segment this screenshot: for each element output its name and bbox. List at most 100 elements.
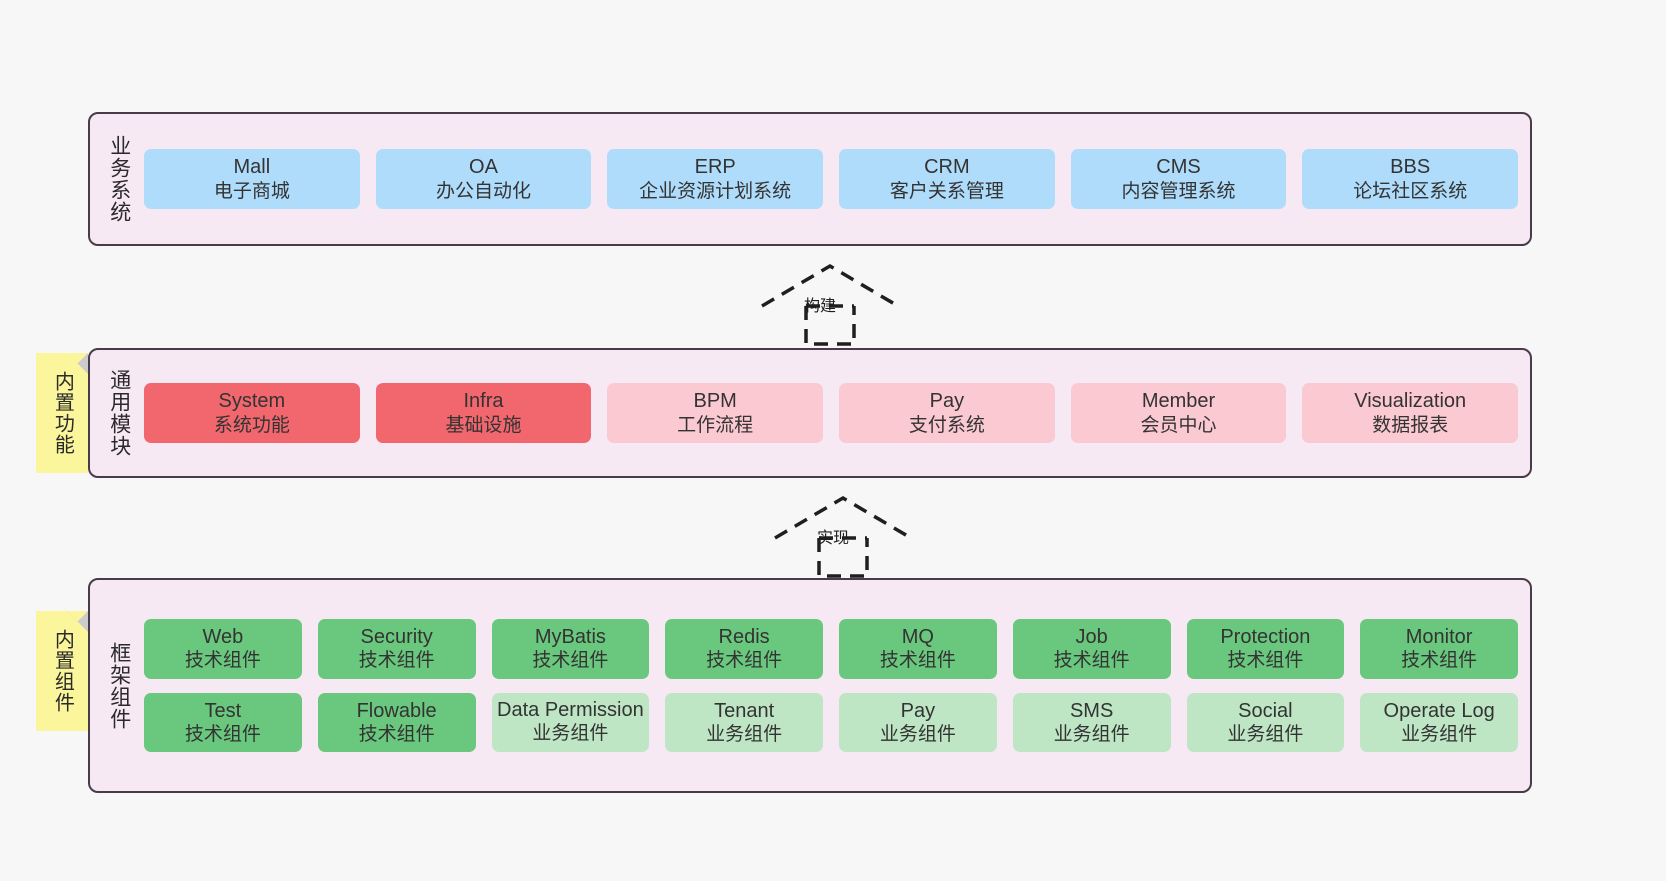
- card-mq[interactable]: MQ 技术组件: [839, 618, 997, 679]
- card-subtitle: 技术组件: [184, 650, 261, 672]
- layer-title-common-module: 通用模块: [107, 369, 131, 457]
- card-subtitle: 会员中心: [1140, 414, 1217, 436]
- card-row: Test 技术组件 Flowable 技术组件 Data Permission …: [144, 692, 1518, 753]
- card-protection[interactable]: Protection 技术组件: [1186, 618, 1345, 679]
- card-subtitle: 系统功能: [213, 414, 290, 436]
- card-row: Mall 电子商城 OA 办公自动化 ERP 企业资源计划系统 CRM 客户关系…: [144, 149, 1519, 209]
- card-subtitle: 技术组件: [358, 723, 435, 745]
- card-subtitle: 工作流程: [677, 414, 754, 436]
- card-subtitle: 支付系统: [908, 414, 985, 436]
- card-row: Web 技术组件 Security 技术组件 MyBatis 技术组件 Redi…: [144, 618, 1518, 679]
- card-title: MQ: [901, 625, 934, 648]
- note-label: 内置功能: [51, 371, 74, 455]
- card-infra[interactable]: Infra 基础设施: [375, 383, 592, 443]
- card-flowable[interactable]: Flowable 技术组件: [317, 692, 476, 753]
- card-title: Infra: [463, 390, 504, 413]
- card-subtitle: 内容管理系统: [1121, 180, 1236, 202]
- layer-body-business-system: Mall 电子商城 OA 办公自动化 ERP 企业资源计划系统 CRM 客户关系…: [136, 124, 1519, 234]
- card-job[interactable]: Job 技术组件: [1012, 618, 1171, 679]
- card-subtitle: 技术组件: [532, 650, 609, 672]
- card-test[interactable]: Test 技术组件: [144, 692, 302, 753]
- card-member[interactable]: Member 会员中心: [1070, 383, 1287, 443]
- card-mybatis[interactable]: MyBatis 技术组件: [491, 618, 650, 679]
- layer-common-module[interactable]: 通用模块 System 系统功能 Infra 基础设施 BPM 工作流程 Pay…: [88, 348, 1532, 478]
- layer-framework-component[interactable]: 框架组件 Web 技术组件 Security 技术组件 MyBatis 技术组件…: [88, 578, 1532, 793]
- card-title: Social: [1238, 699, 1293, 722]
- card-visualization[interactable]: Visualization 数据报表: [1302, 383, 1519, 443]
- card-pay[interactable]: Pay 支付系统: [839, 383, 1055, 443]
- card-oa[interactable]: OA 办公自动化: [375, 149, 592, 209]
- card-subtitle: 技术组件: [358, 650, 435, 672]
- card-subtitle: 业务组件: [1053, 723, 1130, 745]
- card-title: Monitor: [1405, 625, 1473, 648]
- card-title: OA: [469, 156, 498, 179]
- layer-title-business-system: 业务系统: [107, 135, 131, 223]
- layer-body-framework-component: Web 技术组件 Security 技术组件 MyBatis 技术组件 Redi…: [136, 590, 1518, 781]
- card-title: Job: [1075, 625, 1108, 648]
- layer-business-system[interactable]: 业务系统 Mall 电子商城 OA 办公自动化 ERP 企业资源计划系统 CRM…: [88, 112, 1532, 246]
- card-subtitle: 客户关系管理: [889, 180, 1004, 202]
- card-data-permission[interactable]: Data Permission 业务组件: [491, 692, 650, 753]
- card-bbs[interactable]: BBS 论坛社区系统: [1302, 149, 1519, 209]
- card-tenant[interactable]: Tenant 业务组件: [665, 692, 823, 753]
- card-title: Test: [204, 699, 242, 722]
- card-subtitle: 技术组件: [1401, 650, 1478, 672]
- card-subtitle: 技术组件: [1053, 650, 1130, 672]
- card-subtitle: 办公自动化: [436, 180, 532, 202]
- card-erp[interactable]: ERP 企业资源计划系统: [607, 149, 824, 209]
- card-title: Data Permission: [497, 698, 644, 721]
- card-pay-business[interactable]: Pay 业务组件: [839, 692, 997, 753]
- card-title: MyBatis: [534, 625, 606, 648]
- layer-body-common-module: System 系统功能 Infra 基础设施 BPM 工作流程 Pay 支付系统…: [136, 360, 1519, 466]
- note-builtin-function[interactable]: 内置功能: [36, 353, 88, 473]
- card-title: Visualization: [1354, 390, 1467, 413]
- note-label: 内置组件: [51, 629, 74, 713]
- connector-build: 构建: [760, 262, 900, 346]
- card-security[interactable]: Security 技术组件: [317, 618, 476, 679]
- card-subtitle: 论坛社区系统: [1353, 180, 1468, 202]
- card-monitor[interactable]: Monitor 技术组件: [1360, 618, 1518, 679]
- card-subtitle: 技术组件: [1227, 650, 1304, 672]
- card-title: Member: [1141, 390, 1216, 413]
- card-title: Security: [360, 625, 433, 648]
- card-title: Mall: [233, 156, 271, 179]
- card-operate-log[interactable]: Operate Log 业务组件: [1360, 692, 1518, 753]
- card-mall[interactable]: Mall 电子商城: [144, 149, 360, 209]
- card-subtitle: 技术组件: [706, 650, 783, 672]
- card-cms[interactable]: CMS 内容管理系统: [1070, 149, 1287, 209]
- card-subtitle: 数据报表: [1372, 414, 1449, 436]
- card-subtitle: 业务组件: [1401, 723, 1478, 745]
- card-title: System: [218, 390, 286, 413]
- card-title: CMS: [1156, 156, 1201, 179]
- layer-title-framework-component: 框架组件: [107, 641, 131, 730]
- connector-implement-label: 实现: [817, 530, 850, 547]
- card-subtitle: 企业资源计划系统: [639, 180, 792, 202]
- card-bpm[interactable]: BPM 工作流程: [607, 383, 824, 443]
- card-redis[interactable]: Redis 技术组件: [665, 618, 823, 679]
- card-row: System 系统功能 Infra 基础设施 BPM 工作流程 Pay 支付系统…: [144, 383, 1519, 443]
- generalization-arrow-icon: [761, 263, 899, 346]
- card-title: BBS: [1390, 156, 1431, 179]
- card-social[interactable]: Social 业务组件: [1186, 692, 1345, 753]
- card-web[interactable]: Web 技术组件: [144, 618, 302, 679]
- note-builtin-component[interactable]: 内置组件: [36, 611, 88, 731]
- card-title: Redis: [718, 625, 770, 648]
- card-subtitle: 电子商城: [213, 180, 290, 202]
- card-subtitle: 基础设施: [445, 414, 522, 436]
- card-title: BPM: [693, 390, 737, 413]
- card-title: Web: [202, 625, 244, 648]
- card-crm[interactable]: CRM 客户关系管理: [839, 149, 1055, 209]
- card-title: Flowable: [356, 699, 437, 722]
- card-title: Tenant: [714, 699, 775, 722]
- card-title: CRM: [924, 156, 970, 179]
- card-subtitle: 业务组件: [706, 723, 783, 745]
- card-system[interactable]: System 系统功能: [144, 383, 360, 443]
- card-sms[interactable]: SMS 业务组件: [1012, 692, 1171, 753]
- card-title: Pay: [900, 699, 936, 722]
- card-title: Operate Log: [1383, 699, 1495, 722]
- card-subtitle: 业务组件: [879, 723, 956, 745]
- card-subtitle: 业务组件: [532, 723, 609, 745]
- connector-build-label: 构建: [804, 298, 837, 315]
- card-title: Pay: [929, 390, 965, 413]
